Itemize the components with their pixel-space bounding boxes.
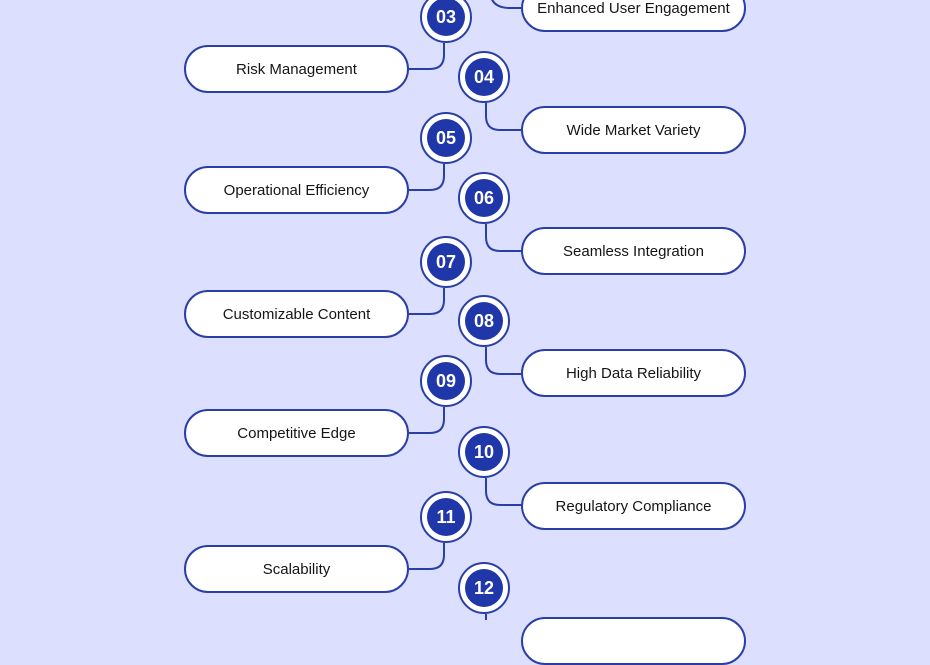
- step-label-pill-04: Wide Market Variety: [521, 106, 746, 154]
- step-label: Operational Efficiency: [223, 181, 370, 199]
- step-label-pill-12: [521, 617, 746, 665]
- step-label-pill-07: Customizable Content: [184, 290, 409, 338]
- step-number: 09: [435, 370, 457, 391]
- step-label: Risk Management: [236, 60, 357, 78]
- step-label: Regulatory Compliance: [555, 497, 712, 515]
- step-badge-03: 03: [420, 0, 472, 43]
- step-label-pill-08: High Data Reliability: [521, 349, 746, 397]
- step-badge-06: 06: [458, 172, 510, 224]
- step-label: Scalability: [262, 560, 331, 578]
- step-label-pill-11: Scalability: [184, 545, 409, 593]
- step-label: Customizable Content: [222, 305, 371, 323]
- connector-elbow: [485, 478, 522, 506]
- step-number: 06: [473, 187, 495, 208]
- step-number: 03: [435, 6, 457, 27]
- step-number: 04: [473, 66, 495, 87]
- step-label: Seamless Integration: [563, 242, 704, 260]
- connector-elbow: [408, 288, 445, 315]
- step-badge-08: 08: [458, 295, 510, 347]
- step-number: 07: [435, 251, 457, 272]
- step-label: Wide Market Variety: [566, 121, 701, 139]
- step-label-pill-09: Competitive Edge: [184, 409, 409, 457]
- step-badge-10: 10: [458, 426, 510, 478]
- step-badge-05: 05: [420, 112, 472, 164]
- step-label: High Data Reliability: [565, 364, 702, 382]
- step-label-pill-10: Regulatory Compliance: [521, 482, 746, 530]
- step-badge-09: 09: [420, 355, 472, 407]
- step-number: 12: [473, 577, 495, 598]
- connector-elbow: [485, 347, 522, 375]
- connector-elbow: [485, 103, 522, 131]
- connector-elbow: [491, 0, 522, 9]
- step-badge-12: 12: [458, 562, 510, 614]
- connector-lines: [228, 0, 706, 620]
- connector-elbow: [408, 164, 445, 191]
- step-number: 05: [435, 127, 457, 148]
- connector-elbow: [408, 407, 445, 434]
- step-badge-11: 11: [420, 491, 472, 543]
- step-number: 11: [436, 506, 456, 527]
- process-diagram: Enhanced User Engagement 03 Risk Managem…: [184, 0, 746, 665]
- connector-elbow: [408, 43, 445, 70]
- step-label-pill-partial: Enhanced User Engagement: [521, 0, 746, 32]
- step-label: Competitive Edge: [237, 424, 356, 442]
- connector-elbow: [408, 543, 445, 570]
- step-number: 10: [473, 441, 495, 462]
- connector-elbow: [485, 224, 522, 252]
- step-number: 08: [473, 310, 495, 331]
- step-badge-07: 07: [420, 236, 472, 288]
- step-badge-04: 04: [458, 51, 510, 103]
- connector-elbow: [485, 614, 487, 620]
- step-label-pill-06: Seamless Integration: [521, 227, 746, 275]
- step-label: Enhanced User Engagement: [537, 0, 730, 17]
- step-label-pill-05: Operational Efficiency: [184, 166, 409, 214]
- step-label-pill-03: Risk Management: [184, 45, 409, 93]
